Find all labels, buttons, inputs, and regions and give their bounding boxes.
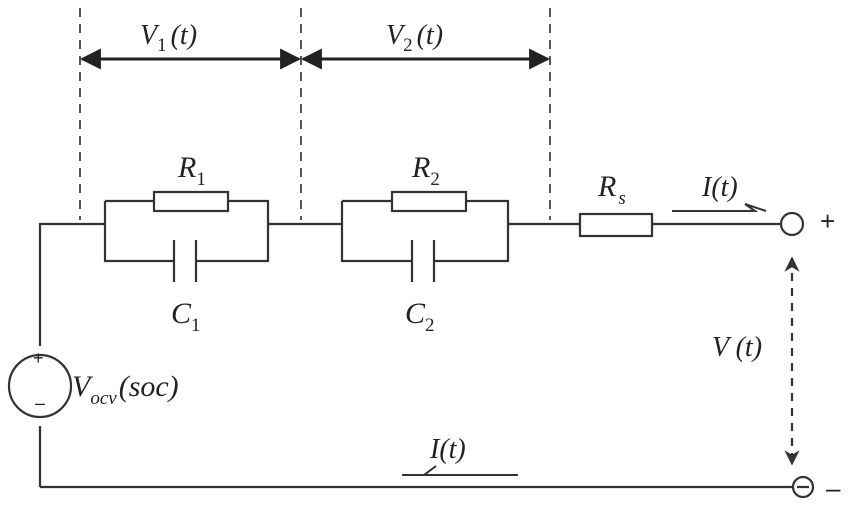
source-minus-sign: – <box>35 393 45 413</box>
current-label-bottom: I(t) <box>429 434 466 465</box>
current-arrow-bottom <box>402 465 518 476</box>
rc1-block-wires <box>103 199 270 263</box>
rc2-block-wires <box>340 199 510 263</box>
voltage-source <box>7 353 73 419</box>
c2-label: C2 <box>405 297 435 336</box>
c1-label: C1 <box>171 297 201 336</box>
r1-label: R1 <box>177 151 206 190</box>
negative-terminal-sign: – <box>826 473 841 503</box>
v1-label: V1(t) <box>140 20 197 56</box>
r2-label: R2 <box>411 151 440 190</box>
vocv-label: Vocv(soc) <box>72 370 179 409</box>
resistor-rs <box>578 212 654 238</box>
v2-label: V2(t) <box>386 20 443 56</box>
top-wire-left <box>38 222 105 487</box>
current-arrow-top <box>672 203 767 212</box>
resistor-r1 <box>152 190 230 213</box>
positive-terminal <box>779 211 805 237</box>
resistor-r2 <box>390 190 468 213</box>
positive-terminal-sign: + <box>820 206 835 236</box>
current-label-top: I(t) <box>701 172 738 203</box>
terminal-voltage-label: V (t) <box>712 332 762 363</box>
source-plus-sign: + <box>33 348 44 368</box>
